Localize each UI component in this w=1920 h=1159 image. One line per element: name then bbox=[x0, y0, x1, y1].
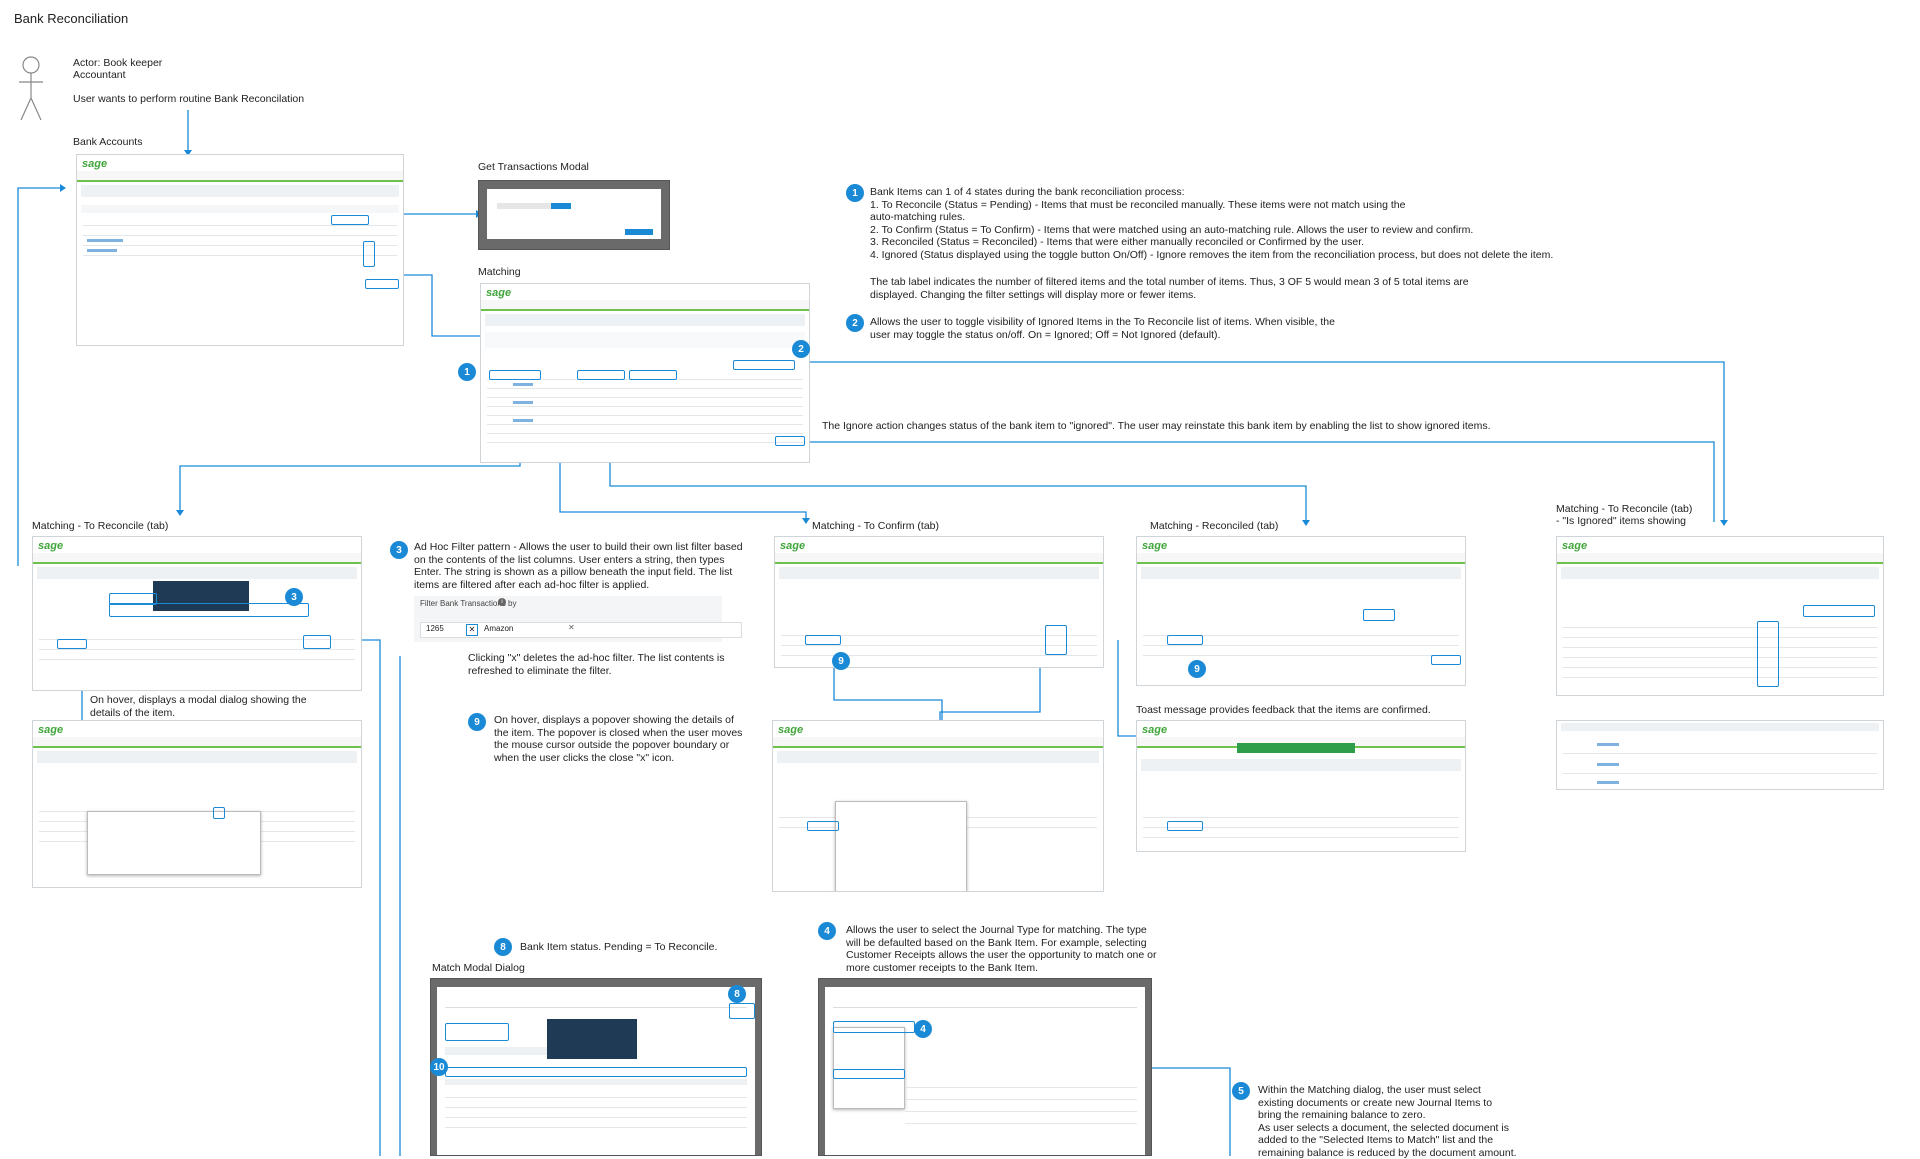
badge-8-modal: 8 bbox=[728, 985, 746, 1003]
label-bank-accounts: Bank Accounts bbox=[73, 136, 143, 148]
badge-5-note: 5 bbox=[1232, 1082, 1250, 1100]
note-adhoc-filter: Ad Hoc Filter pattern - Allows the user … bbox=[414, 541, 743, 591]
badge-9-note: 9 bbox=[468, 713, 486, 731]
badge-2: 2 bbox=[792, 340, 810, 358]
thumbnail-bank-accounts: sage bbox=[76, 154, 404, 346]
thumbnail-to-confirm: sage bbox=[774, 536, 1104, 668]
note-bank-item-states: Bank Items can 1 of 4 states during the … bbox=[870, 186, 1554, 261]
badge-9-confirm: 9 bbox=[832, 652, 850, 670]
note-clicking-x: Clicking "x" deletes the ad-hoc filter. … bbox=[468, 652, 725, 677]
badge-2-note: 2 bbox=[846, 314, 864, 332]
actor-figure-icon bbox=[19, 56, 43, 121]
label-to-confirm: Matching - To Confirm (tab) bbox=[812, 520, 940, 532]
note-toggle-ignored: Allows the user to toggle visibility of … bbox=[870, 316, 1335, 341]
thumbnail-to-reconcile: sage bbox=[32, 536, 362, 691]
badge-4-modal: 4 bbox=[914, 1020, 932, 1038]
page-title: Bank Reconciliation bbox=[14, 11, 129, 26]
info-icon: i bbox=[498, 598, 506, 606]
badge-8-note: 8 bbox=[494, 938, 512, 956]
note-matching-dialog: Within the Matching dialog, the user mus… bbox=[1258, 1084, 1517, 1159]
thumbnail-match-modal-2 bbox=[818, 978, 1152, 1156]
label-reconciled: Matching - Reconciled (tab) bbox=[1150, 520, 1279, 532]
note-hover-popover: On hover, displays a popover showing the… bbox=[494, 714, 743, 764]
filter-pill-close-icon[interactable]: ✕ bbox=[466, 624, 478, 636]
filter-label: Filter Bank Transactions by bbox=[420, 599, 517, 608]
badge-3-note: 3 bbox=[390, 541, 408, 559]
filter-input-value[interactable]: 1265 bbox=[426, 624, 444, 633]
thumbnail-is-ignored: sage bbox=[1556, 536, 1884, 696]
thumbnail-match-modal-1 bbox=[430, 978, 762, 1156]
actor-line1: Actor: Book keeper bbox=[73, 57, 163, 69]
thumbnail-get-transactions-modal bbox=[478, 180, 670, 250]
note-tab-label: The tab label indicates the number of fi… bbox=[870, 276, 1469, 301]
badge-3-thumb: 3 bbox=[285, 588, 303, 606]
note-bank-item-status: Bank Item status. Pending = To Reconcile… bbox=[520, 941, 718, 953]
label-match-modal: Match Modal Dialog bbox=[432, 962, 525, 974]
label-matching: Matching bbox=[478, 266, 521, 278]
badge-1-note: 1 bbox=[846, 184, 864, 202]
actor-line2: Accountant bbox=[73, 69, 126, 81]
thumbnail-reconciled: sage bbox=[1136, 536, 1466, 686]
thumbnail-toast: sage bbox=[1136, 720, 1466, 852]
thumbnail-hover-modal: sage bbox=[32, 720, 362, 888]
filter-pill-remove-icon[interactable]: ✕ bbox=[568, 623, 575, 632]
thumbnail-hover-popover: sage bbox=[772, 720, 1104, 892]
thumbnail-ignored-table bbox=[1556, 720, 1884, 790]
label-is-ignored-1: Matching - To Reconcile (tab) bbox=[1556, 503, 1693, 515]
badge-1: 1 bbox=[458, 363, 476, 381]
filter-example: Filter Bank Transactions by i 1265 ✕ Ama… bbox=[414, 596, 742, 642]
filter-pill-text: Amazon bbox=[484, 624, 514, 633]
thumbnail-matching: sage bbox=[480, 283, 810, 463]
note-toast: Toast message provides feedback that the… bbox=[1136, 704, 1431, 716]
actor-goal: User wants to perform routine Bank Recon… bbox=[73, 93, 305, 105]
note-hover-modal: On hover, displays a modal dialog showin… bbox=[90, 694, 307, 719]
label-is-ignored-2: - "Is Ignored" items showing bbox=[1556, 515, 1687, 527]
label-to-reconcile: Matching - To Reconcile (tab) bbox=[32, 520, 169, 532]
badge-10-modal: 10 bbox=[430, 1058, 448, 1076]
badge-9-reconciled: 9 bbox=[1188, 660, 1206, 678]
badge-4-note: 4 bbox=[818, 922, 836, 940]
label-get-transactions: Get Transactions Modal bbox=[478, 161, 589, 173]
note-journal-type: Allows the user to select the Journal Ty… bbox=[846, 924, 1157, 974]
note-ignore-action: The Ignore action changes status of the … bbox=[822, 420, 1491, 432]
